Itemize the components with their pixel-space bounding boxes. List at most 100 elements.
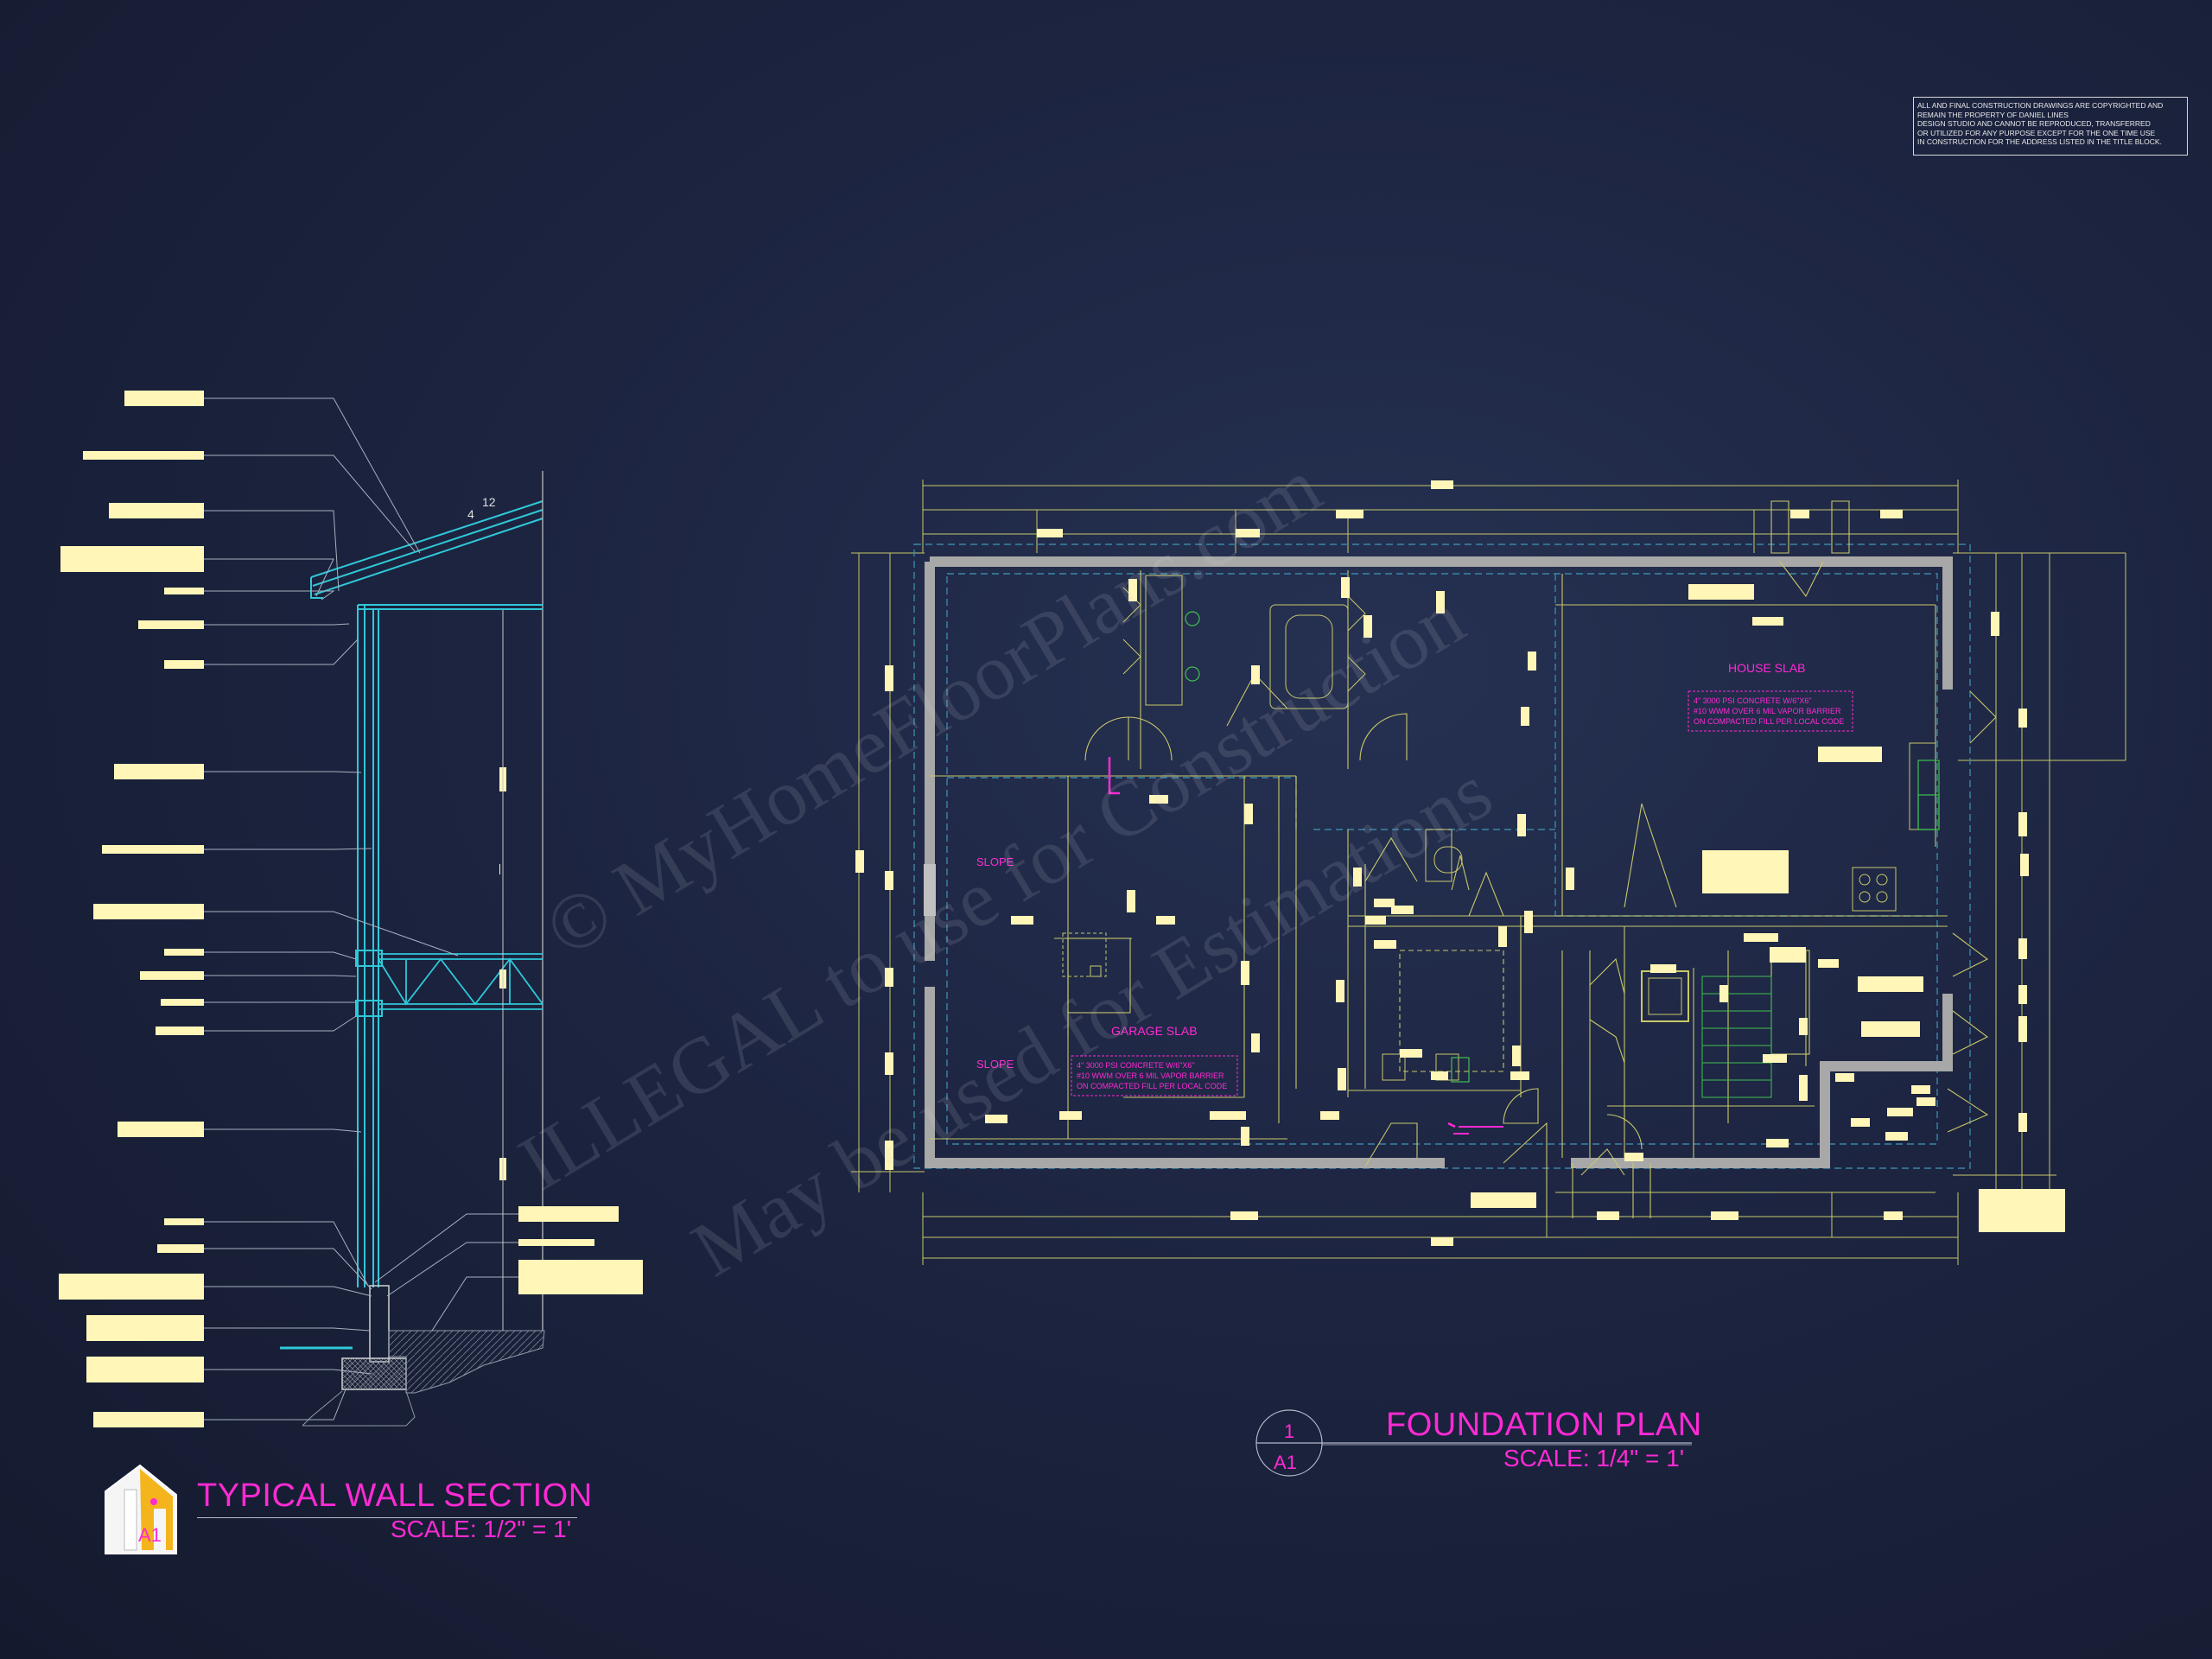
- callout-label-tag: [164, 949, 204, 956]
- dimension-tag: [1149, 795, 1168, 804]
- dimension-tag: [1374, 899, 1395, 907]
- dimension-tag: [1510, 1071, 1529, 1080]
- foundation-wall: [925, 556, 1953, 1168]
- callout-label-tag: [93, 1412, 204, 1427]
- callout-leader: [386, 1242, 518, 1297]
- dimension-tag: [1353, 868, 1362, 887]
- roof-pitch-run: 4: [467, 507, 474, 521]
- stair: [1701, 976, 1772, 1098]
- dimension-tag: [1851, 1118, 1870, 1127]
- dimension-tag: [1336, 510, 1363, 518]
- dimension-tag: [2018, 812, 2027, 836]
- callout-label-tag: [161, 999, 204, 1006]
- wall-section-dimension-marks: [499, 610, 506, 1331]
- dimension-tag: [1991, 612, 1999, 636]
- dimension-tag: [1374, 940, 1396, 949]
- dimension-tag: [885, 1052, 893, 1075]
- dimension-tag: [1498, 926, 1507, 947]
- house-slab-note-line-2: #10 WWM OVER 6 MIL VAPOR BARRIER: [1694, 707, 1841, 715]
- callout-label-tag: [138, 620, 204, 629]
- garage-slab-note: GARAGE SLAB 4" 3000 PSI CONCRETE W/6"X6"…: [1071, 1024, 1238, 1096]
- wall-section-title: TYPICAL WALL SECTION: [197, 1478, 593, 1514]
- callout-label-tag: [86, 1315, 204, 1341]
- dimension-tag: [1127, 890, 1135, 912]
- callout-leader: [204, 911, 459, 957]
- roof-assembly: [310, 471, 543, 1331]
- foundation-plan-dimension-tags: [855, 480, 2065, 1246]
- dimension-tag: [1341, 577, 1350, 598]
- dimension-tag: [1702, 850, 1789, 893]
- dimension-tag: [885, 665, 893, 691]
- dimension-tag: [1251, 665, 1260, 684]
- foundation-plan-title: FOUNDATION PLAN: [1386, 1407, 1702, 1443]
- dimension-tag: [2018, 985, 2027, 1004]
- callout-leader: [204, 623, 350, 626]
- door-swings: [1084, 500, 1997, 1176]
- roof-pitch-rise: 12: [482, 495, 496, 509]
- dimension-tag: [1059, 1111, 1082, 1120]
- dimension-tag: [1884, 1211, 1903, 1220]
- callout-label-tag: [164, 660, 204, 669]
- callout-leader: [204, 558, 334, 597]
- dimension-tag: [1037, 529, 1063, 537]
- dimension-tag: [885, 968, 893, 987]
- callout-leader: [204, 1015, 357, 1032]
- wall-section-scale: SCALE: 1/2" = 1': [391, 1516, 572, 1542]
- dimension-tag: [1624, 1153, 1643, 1161]
- dimension-lines: [851, 480, 2126, 1265]
- dimension-tag: [2018, 1016, 2027, 1042]
- dimension-tag: [885, 871, 893, 890]
- dimension-tag: [1766, 1139, 1789, 1147]
- dimension-tag: [1880, 510, 1903, 518]
- dimension-tag: [1517, 814, 1526, 836]
- dimension-tag: [2018, 709, 2027, 728]
- callout-label-tag: [140, 971, 204, 980]
- dimension-tag: [1566, 868, 1574, 890]
- wall-section-drawing: 12 4: [59, 391, 643, 1427]
- plumbing-fixtures: [1062, 575, 1936, 1081]
- wall-section-detail-ref: A1: [138, 1524, 162, 1546]
- dimension-tag: [1763, 1054, 1787, 1063]
- callout-label-tag: [518, 1206, 619, 1222]
- callout-label-tag: [156, 1027, 204, 1035]
- dimension-tag: [885, 1141, 893, 1170]
- dimension-tag: [1719, 985, 1728, 1002]
- callout-leader: [204, 590, 335, 601]
- callout-label-tag: [60, 546, 204, 572]
- dimension-tag: [1431, 1071, 1448, 1080]
- callout-label-tag: [93, 904, 204, 919]
- dimension-tag: [1224, 1111, 1246, 1120]
- dimension-tag: [1528, 652, 1536, 671]
- dimension-tag: [1471, 1192, 1536, 1208]
- detail-number: 1: [1284, 1421, 1294, 1442]
- wall-section-title-underline: [197, 1517, 577, 1518]
- dimension-tag: [1241, 1127, 1249, 1146]
- callout-label-tag: [124, 391, 204, 406]
- dimension-tag: [1365, 916, 1386, 925]
- dimension-tag: [1979, 1189, 2065, 1232]
- dimension-tag: [1230, 1211, 1258, 1220]
- dimension-tag: [1236, 529, 1260, 537]
- callout-label-tag: [164, 1218, 204, 1225]
- dimension-tag: [499, 864, 500, 874]
- detail-sheet: A1: [1274, 1452, 1297, 1473]
- dimension-tag: [985, 1115, 1007, 1123]
- green-fixtures: [1185, 611, 1940, 1083]
- dimension-tag: [1436, 591, 1445, 613]
- callout-leader: [204, 1128, 362, 1133]
- dimension-tag: [1887, 1108, 1913, 1116]
- dimension-tag: [1128, 579, 1137, 601]
- garage-slab-note-line-2: #10 WWM OVER 6 MIL VAPOR BARRIER: [1077, 1071, 1224, 1080]
- copyright-line: OR UTILIZED FOR ANY PURPOSE EXCEPT FOR T…: [1917, 128, 2156, 137]
- dimension-tag: [1858, 976, 1923, 992]
- copyright-notice: ALL AND FINAL CONSTRUCTION DRAWINGS ARE …: [1913, 97, 2188, 156]
- dimension-tag: [1790, 510, 1809, 518]
- dimension-tag: [1400, 1049, 1422, 1058]
- callout-leader: [204, 510, 340, 592]
- callout-leader: [204, 397, 421, 554]
- dimension-tag: [1391, 906, 1414, 914]
- slope-label-lower: SLOPE: [976, 1058, 1014, 1071]
- dimension-tag: [1156, 916, 1175, 925]
- callout-label-tag: [83, 451, 204, 460]
- callout-leader: [204, 1286, 372, 1297]
